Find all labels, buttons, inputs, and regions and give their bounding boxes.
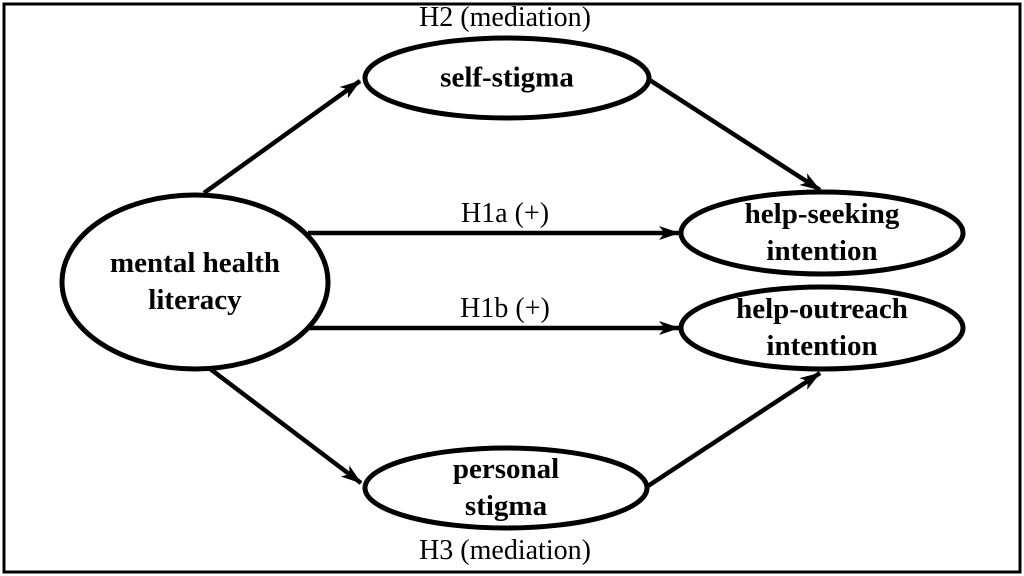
ellipse-self-stigma	[362, 35, 652, 121]
arrow-mhl-to-personal-stigma	[207, 366, 363, 485]
arrow-self-stigma-to-help-seeking	[643, 75, 822, 192]
node-label-personal-stigma: personal stigma	[452, 453, 560, 522]
node-label-self-stigma: self-stigma	[440, 61, 574, 94]
node-label-mental-health-literacy: mental health literacy	[110, 247, 280, 316]
ellipse-personal-stigma	[362, 445, 650, 531]
node-label-help-seeking-intention: help-seeking intention	[744, 198, 900, 267]
node-label-help-outreach-intention: help-outreach intention	[736, 293, 908, 362]
ellipse-help-outreach-intention	[678, 284, 966, 372]
arrow-mhl-to-self-stigma	[202, 79, 362, 195]
arrow-personal-stigma-to-help-outreach	[646, 371, 822, 488]
ellipse-mental-health-literacy	[59, 192, 331, 372]
edge-label-h2-mediation: H2 (mediation)	[419, 2, 591, 33]
edge-label-h1a: H1a (+)	[460, 198, 550, 229]
ellipse-help-seeking-intention	[678, 189, 966, 277]
edge-label-h3-mediation: H3 (mediation)	[419, 535, 591, 566]
edge-label-h1b: H1b (+)	[460, 293, 550, 324]
